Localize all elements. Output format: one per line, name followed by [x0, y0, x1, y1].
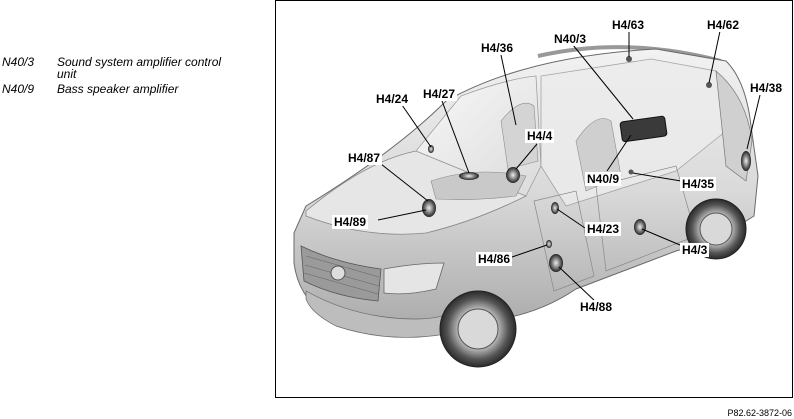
front-door — [533, 190, 595, 292]
figure-reference-number: P82.62-3872-06 — [727, 408, 792, 418]
legend-description: Bass speaker amplifier — [57, 82, 179, 96]
callout-h4-35: H4/35 — [680, 177, 717, 191]
hood — [305, 150, 527, 235]
callout-n40-9: N40/9 — [585, 172, 622, 186]
speaker — [551, 202, 559, 214]
callout-h4-24: H4/24 — [374, 92, 411, 106]
legend-row-n40-3: N40/3 Sound system amplifier control uni… — [2, 56, 267, 80]
callout-h4-63: H4/63 — [610, 18, 647, 32]
seat — [500, 102, 539, 170]
amplifier-unit — [619, 115, 668, 143]
callout-n40-3: N40/3 — [552, 32, 589, 46]
speaker — [741, 151, 751, 171]
legend: N40/3 Sound system amplifier control uni… — [2, 56, 267, 98]
callout-h4-38: H4/38 — [748, 81, 785, 95]
callout-h4-86: H4/86 — [476, 252, 513, 266]
speaker — [706, 82, 712, 88]
speaker — [506, 167, 520, 183]
diagram-frame: H4/63 H4/62 N40/3 H4/36 H4/38 H4/27 H4/2… — [275, 0, 793, 398]
callout-h4-89: H4/89 — [332, 215, 369, 229]
callout-h4-27: H4/27 — [421, 87, 458, 101]
speaker — [626, 56, 632, 62]
speaker — [428, 145, 434, 153]
dashboard — [430, 171, 527, 200]
callout-h4-3: H4/3 — [680, 243, 710, 257]
speaker — [628, 169, 634, 175]
speaker — [459, 172, 479, 180]
legend-code: N40/9 — [2, 82, 35, 96]
speaker — [634, 219, 646, 235]
legend-description: Sound system amplifier control unit — [57, 55, 222, 81]
callout-h4-87: H4/87 — [346, 151, 383, 165]
brand-emblem — [330, 265, 346, 281]
callout-h4-23: H4/23 — [585, 222, 622, 236]
roof-rail — [537, 45, 722, 63]
speaker — [546, 240, 552, 248]
callout-h4-62: H4/62 — [705, 18, 742, 32]
legend-code: N40/3 — [2, 55, 35, 69]
callout-h4-36: H4/36 — [479, 41, 516, 55]
speaker — [422, 199, 436, 217]
leader-lines — [377, 30, 761, 303]
callout-h4-4: H4/4 — [525, 129, 555, 143]
vehicle-illustration — [293, 30, 761, 368]
headlight — [383, 262, 445, 295]
legend-row-n40-9: N40/9 Bass speaker amplifier — [2, 83, 267, 95]
callout-h4-88: H4/88 — [578, 300, 615, 314]
